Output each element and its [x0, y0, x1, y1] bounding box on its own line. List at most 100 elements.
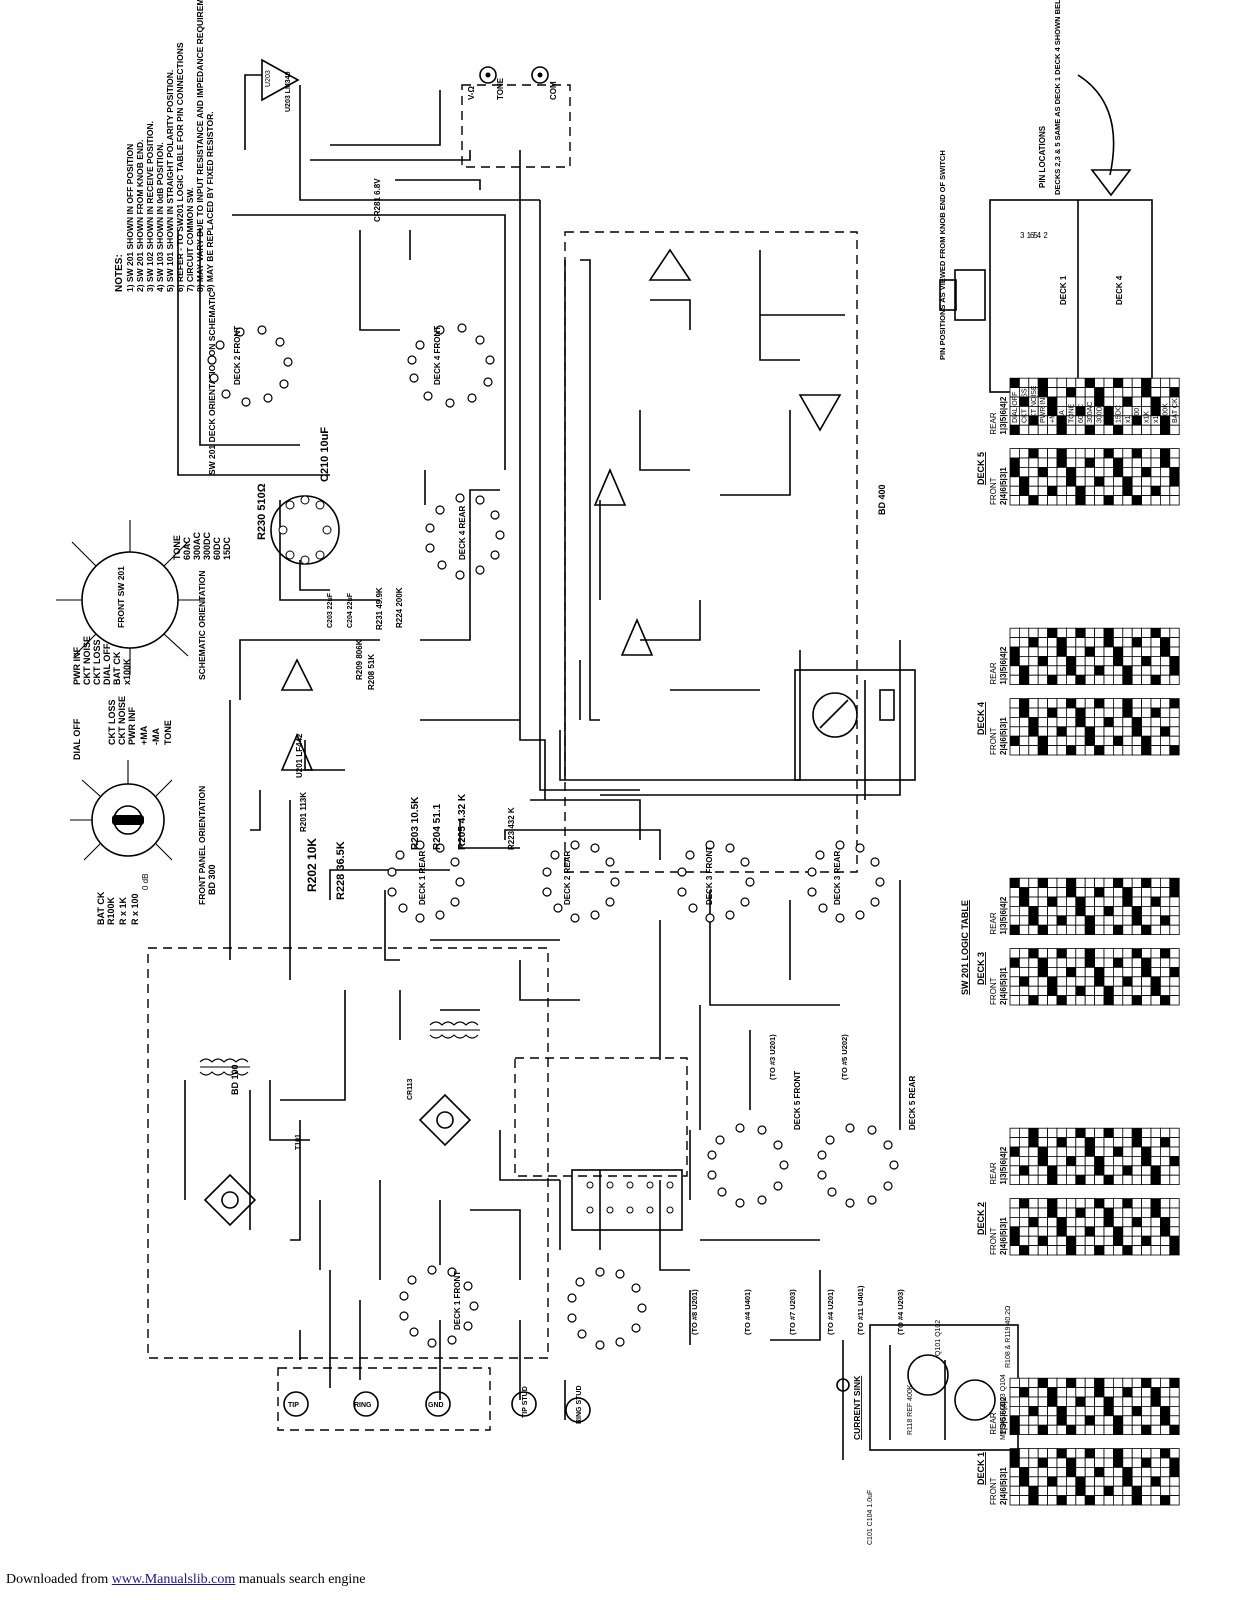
- logic-cell: [1066, 637, 1077, 648]
- logic-cell: [1047, 424, 1058, 436]
- logic-cell: [1028, 495, 1039, 506]
- logic-cell: [1037, 924, 1048, 936]
- logic-cell: [1131, 1198, 1142, 1209]
- note-4: 4) SW 103 SHOWN IN 0dB POSITION.: [155, 142, 165, 292]
- logic-cell: [1019, 726, 1030, 737]
- logic-cell: [1028, 1424, 1039, 1435]
- manualslib-link[interactable]: www.Manualslib.com: [111, 1572, 236, 1587]
- logic-cell: [1019, 1406, 1030, 1417]
- logic-cell: [1009, 1377, 1020, 1388]
- logic-cell: [1160, 1156, 1171, 1167]
- logic-cell: [1150, 485, 1161, 497]
- logic-cell: [1103, 1198, 1114, 1209]
- logic-cell: [1131, 887, 1142, 898]
- fp-label-batck: BAT CK: [96, 891, 106, 925]
- logic-cell: [1131, 396, 1142, 407]
- logic-cell: [1056, 1415, 1067, 1426]
- logic-cell: [1113, 396, 1124, 407]
- op-amps: U203: [261, 58, 842, 771]
- logic-cell: [1047, 377, 1058, 389]
- logic-row-label: -MA: [1059, 410, 1066, 423]
- logic-cell: [1009, 1457, 1020, 1468]
- logic-cell: [1084, 656, 1095, 667]
- logic-cell: [1028, 1415, 1039, 1426]
- u404-opamp: [798, 394, 842, 432]
- logic-cell: [1056, 448, 1067, 459]
- logic-cell: [1019, 1146, 1030, 1157]
- logic-cell: [1122, 717, 1133, 728]
- logic-cell: [1160, 656, 1171, 667]
- logic-cell: [1056, 976, 1067, 987]
- schem-label-ckt-noise: CKT NOISE: [82, 636, 92, 685]
- logic-cell: [1047, 665, 1058, 676]
- logic-cell: [1019, 1226, 1030, 1237]
- logic-cell: [1009, 674, 1020, 686]
- logic-cell: [1141, 1415, 1152, 1426]
- logic-cell: [1075, 1245, 1086, 1256]
- logic-cell: [1103, 1165, 1114, 1176]
- schem-label-300dc: 300DC: [202, 531, 212, 560]
- logic-cell: [1009, 1235, 1020, 1246]
- logic-cell: [1056, 887, 1067, 898]
- schem-label-15dc: 15DC: [222, 536, 232, 560]
- logic-cell: [1019, 1235, 1030, 1246]
- regulator-package: [270, 495, 340, 565]
- logic-cell: [1150, 1156, 1161, 1167]
- logic-cell: [1141, 726, 1152, 737]
- logic-cell: [1113, 967, 1124, 978]
- logic-cell: [1028, 1156, 1039, 1167]
- logic-cell: [1084, 1448, 1095, 1459]
- logic-cell: [1169, 1146, 1180, 1157]
- logic-cell: [1056, 656, 1067, 667]
- logic-cell: [1150, 745, 1161, 756]
- logic-cell: [1113, 646, 1124, 657]
- logic-cell: [1103, 1146, 1114, 1157]
- logic-cell: [1113, 1146, 1124, 1157]
- logic-cell: [1113, 1377, 1124, 1388]
- logic-cell: [1056, 627, 1067, 639]
- logic-cell: [1122, 967, 1133, 978]
- logic-cell: [1103, 665, 1114, 676]
- logic-cell: [1009, 485, 1020, 497]
- logic-cell: [1037, 957, 1048, 968]
- logic-cell: [1103, 495, 1114, 506]
- logic-cell: [1103, 1226, 1114, 1237]
- logic-cell: [1084, 1485, 1095, 1496]
- logic-cell: [1169, 1377, 1180, 1388]
- logic-cell: [1075, 1467, 1086, 1478]
- logic-cell: [1037, 985, 1048, 997]
- logic-cell: [1094, 887, 1105, 898]
- logic-cell: [1150, 1387, 1161, 1398]
- logic-cell: [1037, 1146, 1048, 1157]
- logic-cell: [1047, 717, 1058, 728]
- logic-cell: [1009, 1165, 1020, 1176]
- logic-cell: [1056, 1424, 1067, 1435]
- logic-cell: [1037, 1457, 1048, 1468]
- logic-cell: [1113, 1217, 1124, 1228]
- logic-cell: [1141, 745, 1152, 756]
- logic-cell: [1028, 1406, 1039, 1417]
- logic-cell: [1028, 976, 1039, 987]
- logic-cell: [1169, 627, 1180, 639]
- logic-cell: [1047, 1146, 1058, 1157]
- logic-cell: [1113, 1448, 1124, 1459]
- logic-cell: [1150, 1217, 1161, 1228]
- logic-cell: [1169, 887, 1180, 898]
- logic-cell: [1169, 457, 1180, 468]
- logic-cell: [1028, 485, 1039, 497]
- logic-cell: [1169, 1174, 1180, 1185]
- logic-cell: [1019, 1174, 1030, 1185]
- logic-cell: [1037, 466, 1048, 478]
- logic-cell: [1075, 957, 1086, 968]
- logic-cell: [1122, 948, 1133, 959]
- logic-cell: [1084, 424, 1095, 436]
- logic-cell: [1150, 495, 1161, 506]
- logic-cell: [1160, 1146, 1171, 1157]
- logic-cell: [1037, 707, 1048, 718]
- schem-caption: SCHEMATIC ORIENTATION: [197, 570, 207, 680]
- logic-cell: [1028, 1198, 1039, 1209]
- logic-cell: [1047, 1448, 1058, 1459]
- logic-cell: [1019, 906, 1030, 917]
- logic-cell: [1169, 377, 1180, 389]
- note-6: 6) REFER - TO SW201 LOGIC TABLE FOR PIN …: [175, 42, 185, 292]
